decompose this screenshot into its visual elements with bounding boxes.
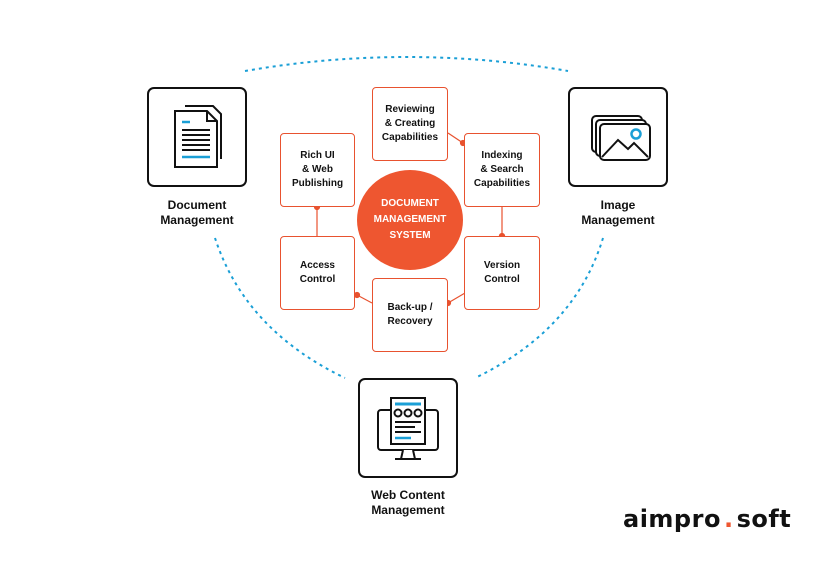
arc-top	[244, 56, 569, 72]
feature-backup-recovery: Back-up /Recovery	[372, 278, 448, 352]
arc-right	[474, 237, 604, 379]
image-stack-icon	[591, 115, 651, 161]
arc-left	[214, 237, 346, 379]
link-version-backup	[447, 292, 466, 304]
aimprosoft-logo: aimpro.soft	[623, 505, 792, 533]
document-management-box	[147, 87, 247, 187]
web-content-management-label: Web Content Management	[371, 488, 445, 517]
document-stack-icon	[174, 105, 222, 168]
document-management-label: Document Management	[160, 198, 234, 227]
web-monitor-icon	[377, 397, 439, 460]
image-management-box	[568, 87, 668, 187]
image-management-label: Image Management	[581, 198, 655, 227]
web-content-management-box	[358, 378, 458, 478]
dot-access	[353, 291, 361, 299]
